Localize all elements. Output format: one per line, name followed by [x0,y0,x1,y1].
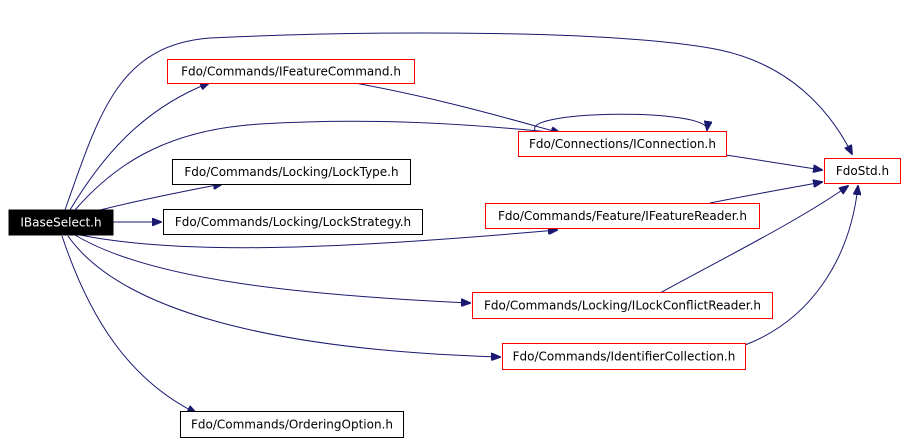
edge-root-to-ifeaturereader [79,230,557,249]
node-label: Fdo/Commands/IFeatureCommand.h [181,65,401,79]
node-root[interactable]: IBaseSelect.h [8,209,114,236]
edge-root-to-fdostd [64,32,852,211]
node-iconnection[interactable]: Fdo/Connections/IConnection.h [518,131,727,157]
node-label: Fdo/Commands/Locking/LockType.h [184,165,398,179]
edge-root-to-locktype [99,184,222,211]
edge-root-to-identifiercollection [67,235,500,357]
node-ifeaturecommand[interactable]: Fdo/Commands/IFeatureCommand.h [167,59,415,84]
edge-root-to-orderingoption [61,235,196,413]
node-lockstrategy[interactable]: Fdo/Commands/Locking/LockStrategy.h [163,209,423,235]
node-label: Fdo/Connections/IConnection.h [529,137,716,151]
edge-identifiercollection-to-fdostd [744,186,858,346]
node-label: FdoStd.h [836,164,889,178]
edge-iconnection-self [534,113,707,130]
edges [61,32,858,413]
node-identifiercollection[interactable]: Fdo/Commands/IdentifierCollection.h [502,343,746,370]
edge-root-to-iconnection [74,120,560,211]
node-fdostd[interactable]: FdoStd.h [824,158,901,184]
node-label: IBaseSelect.h [20,216,101,230]
edge-ifeaturecommand-to-iconnection [354,82,560,133]
node-label: Fdo/Commands/Locking/LockStrategy.h [175,215,411,229]
edge-iconnection-to-fdostd [725,154,822,170]
node-ifeaturereader[interactable]: Fdo/Commands/Feature/IFeatureReader.h [485,203,760,229]
node-orderingoption[interactable]: Fdo/Commands/OrderingOption.h [180,411,404,438]
node-label: Fdo/Commands/OrderingOption.h [191,418,393,432]
edge-root-to-ilockconflictreader [74,234,470,303]
edge-ifeaturereader-to-fdostd [709,182,822,204]
node-ilockconflictreader[interactable]: Fdo/Commands/Locking/ILockConflictReader… [472,292,773,319]
node-label: Fdo/Commands/Locking/ILockConflictReader… [484,299,761,313]
node-label: Fdo/Commands/Feature/IFeatureReader.h [498,209,747,223]
node-locktype[interactable]: Fdo/Commands/Locking/LockType.h [172,159,411,185]
node-label: Fdo/Commands/IdentifierCollection.h [513,350,736,364]
edge-ilockconflictreader-to-fdostd [659,186,848,294]
edge-root-to-ifeaturecommand [69,83,209,211]
